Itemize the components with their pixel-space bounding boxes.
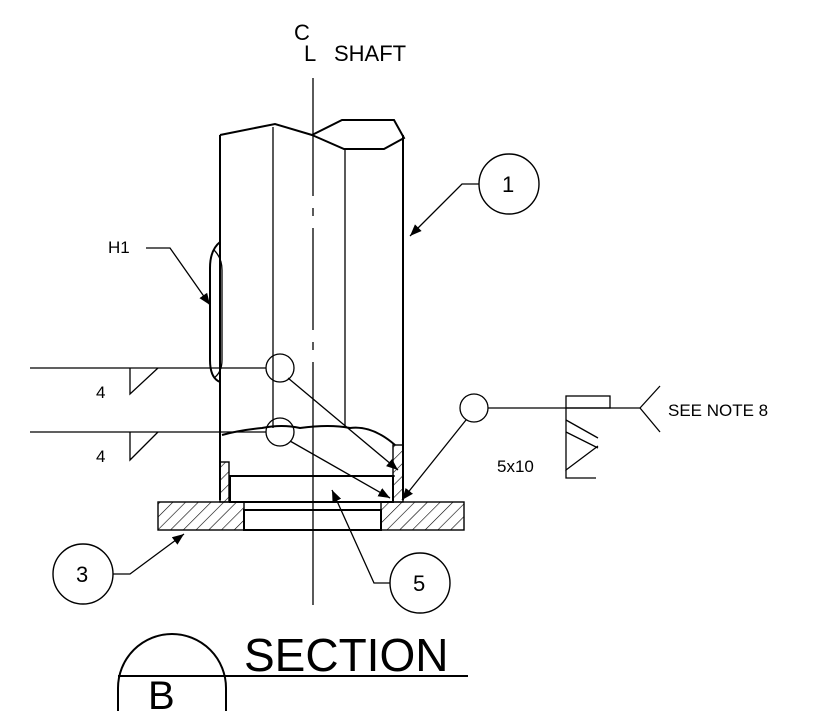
weld-upper-size: 4 (96, 383, 105, 402)
callout-5 (331, 489, 451, 614)
hinge-leader (146, 247, 211, 306)
section-letter: B (148, 674, 175, 711)
weld-lower (30, 417, 391, 499)
centerline-symbol-c: C (294, 20, 310, 45)
callout-1 (409, 153, 540, 237)
callout-3 (52, 533, 185, 605)
hinge-h1 (209, 241, 223, 383)
section-title-block (117, 633, 468, 711)
weld-stitch-spec: 5x10 (497, 457, 534, 476)
weld-right (401, 385, 661, 501)
bearing-part-5 (229, 475, 394, 503)
hinge-label: H1 (108, 238, 130, 257)
section-title: SECTION (244, 629, 448, 681)
callout-1-number: 1 (502, 172, 514, 197)
callout-3-number: 3 (76, 562, 88, 587)
centerline-symbol-l: L (304, 41, 316, 66)
callout-5-number: 5 (413, 571, 425, 596)
base-plate (157, 501, 465, 531)
weld-upper (30, 353, 399, 471)
shaft-label: SHAFT (334, 41, 406, 66)
shaft-body (219, 119, 406, 503)
note-reference: SEE NOTE 8 (668, 401, 768, 420)
weld-lower-size: 4 (96, 447, 105, 466)
